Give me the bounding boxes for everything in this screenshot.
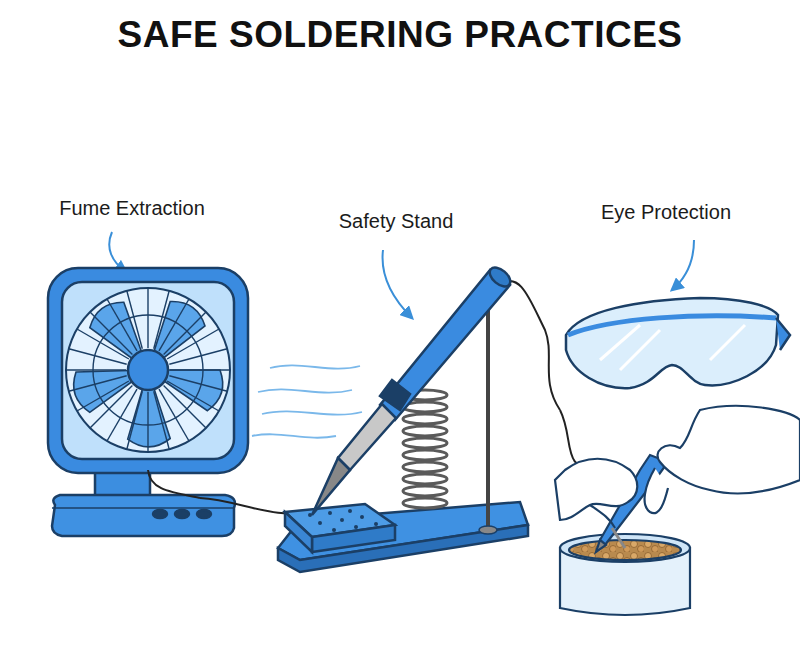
grille-wire bbox=[69, 349, 127, 365]
grille-wire bbox=[127, 291, 143, 349]
spring-coil bbox=[403, 426, 447, 436]
grille-wire bbox=[147, 288, 148, 348]
safety-goggles bbox=[566, 298, 790, 388]
air-flow bbox=[252, 365, 362, 437]
grille-wire bbox=[127, 391, 143, 449]
hands-and-solder bbox=[555, 406, 800, 615]
grille-wire bbox=[66, 369, 126, 370]
grille-wire bbox=[154, 391, 170, 449]
safety-stand bbox=[278, 291, 528, 572]
grille-wire bbox=[77, 381, 129, 411]
spring-coil bbox=[403, 450, 447, 460]
grille-wire bbox=[107, 299, 137, 351]
grille-wire bbox=[167, 329, 219, 359]
spring-coil bbox=[403, 498, 447, 508]
spring-coil bbox=[403, 414, 447, 424]
grille-wire bbox=[154, 291, 170, 349]
part-label: Fume Extraction bbox=[59, 197, 205, 220]
spring-coil bbox=[403, 474, 447, 484]
fume-extractor-fan bbox=[48, 268, 248, 536]
grille-ring bbox=[93, 315, 203, 425]
part-label: Eye Protection bbox=[601, 201, 731, 224]
grille-wire bbox=[69, 376, 127, 392]
spring-coil bbox=[403, 486, 447, 496]
grille-wire bbox=[170, 369, 230, 370]
soldering-iron bbox=[312, 264, 560, 515]
grille-wire bbox=[147, 392, 148, 452]
part-label: Safety Stand bbox=[339, 210, 454, 233]
grille-wire bbox=[169, 376, 227, 392]
spring-coil bbox=[403, 462, 447, 472]
grille-wire bbox=[169, 349, 227, 365]
spring-coil bbox=[403, 438, 447, 448]
diagram-title: SAFE SOLDERING PRACTICES bbox=[118, 14, 683, 56]
grille-wire bbox=[159, 389, 189, 441]
